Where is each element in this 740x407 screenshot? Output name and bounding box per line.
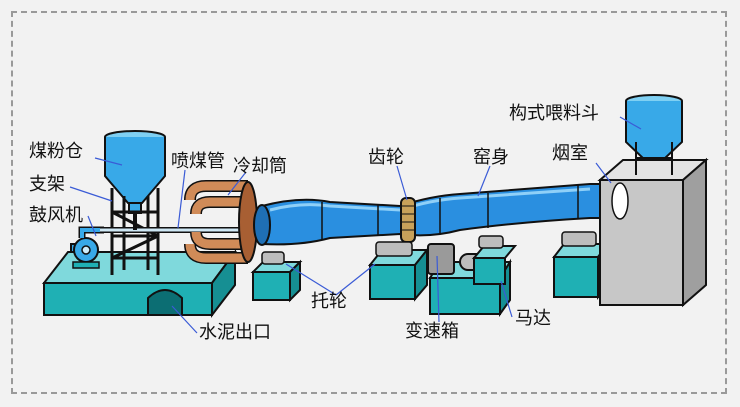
label-motor: 马达	[515, 308, 551, 329]
label-coal-bin: 煤粉仓	[29, 141, 83, 162]
label-blower: 鼓风机	[29, 205, 83, 226]
label-cooler: 冷却筒	[233, 156, 287, 177]
kiln-body	[253, 183, 627, 246]
roller-base-3	[471, 235, 518, 285]
smoke-chamber	[597, 157, 709, 308]
label-cement-outlet: 水泥出口	[199, 322, 271, 343]
label-support: 支架	[29, 174, 65, 195]
dashed-frame	[11, 11, 727, 394]
label-burner: 喷煤管	[171, 151, 225, 172]
gear-ring	[400, 197, 416, 243]
label-gearbox: 变速箱	[405, 321, 459, 342]
coal-bin	[104, 130, 166, 214]
cooler-tubes	[184, 180, 258, 264]
leader-lines	[69, 116, 642, 334]
label-roller: 托轮	[311, 291, 347, 312]
burner-pipe	[100, 213, 250, 233]
roller-base-2	[367, 241, 430, 302]
label-feed-hopper: 构式喂料斗	[509, 103, 599, 124]
label-smoke-room: 烟室	[552, 143, 588, 164]
blower	[70, 226, 104, 269]
label-gear: 齿轮	[368, 147, 404, 168]
roller-base-1	[250, 251, 303, 303]
feed-hopper	[625, 94, 683, 175]
label-kiln-body: 窑身	[473, 147, 509, 168]
